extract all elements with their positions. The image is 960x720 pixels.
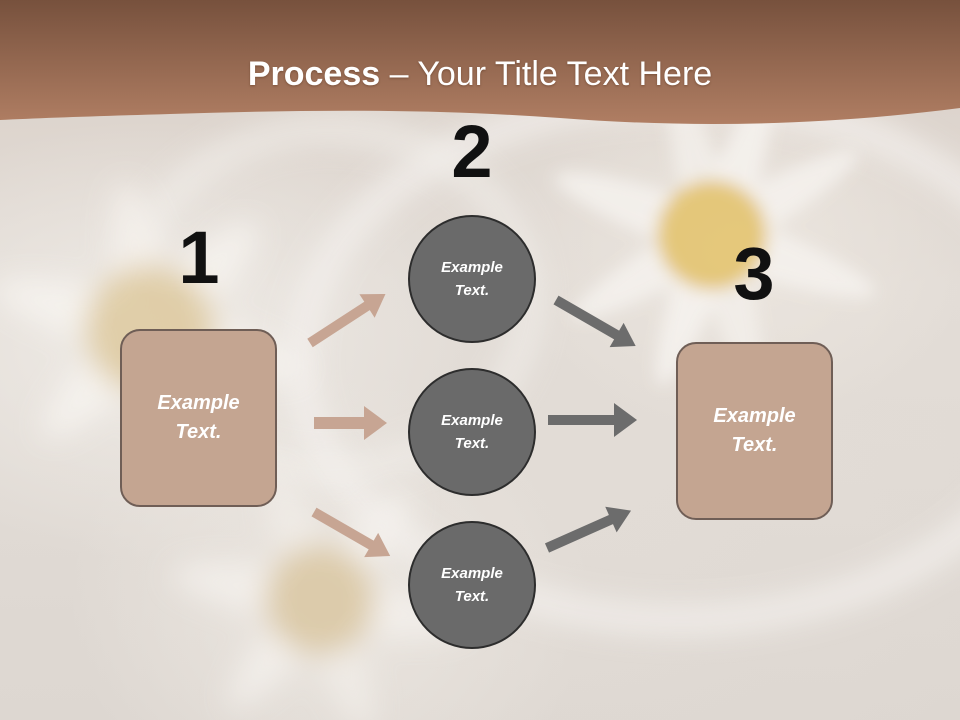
arrow-box1-to-circle1 <box>307 293 386 348</box>
title-bold: Process <box>247 55 381 93</box>
process-circle-3-label: Example Text. <box>441 565 503 605</box>
arrow-circle2-to-box3 <box>548 403 637 437</box>
process-circle-3: Example Text. <box>408 521 536 649</box>
arrow-box1-to-circle3 <box>311 507 391 558</box>
slide-title: Process – Your Title Text Here <box>0 52 960 96</box>
daisy-bottom <box>172 468 468 720</box>
daisy-right <box>555 80 875 390</box>
step-box-1: Example Text. <box>120 329 277 507</box>
process-circle-2-label: Example Text. <box>441 412 503 452</box>
step-box-3: Example Text. <box>676 342 833 520</box>
process-circle-1-label: Example Text. <box>441 259 503 299</box>
step-number-1: 1 <box>178 216 220 299</box>
arrow-box1-to-circle2 <box>314 406 387 440</box>
arrow-circle1-to-box3 <box>553 295 636 348</box>
process-circle-1: Example Text. <box>408 215 536 343</box>
title-banner <box>0 0 960 124</box>
title-rest: – Your Title Text Here <box>380 55 713 93</box>
step-box-3-label: Example Text. <box>713 405 796 456</box>
step-number-3: 3 <box>733 232 775 315</box>
step-box-1-label: Example Text. <box>157 392 240 443</box>
step-number-2: 2 <box>451 110 493 193</box>
arrow-circle3-to-box3 <box>544 506 632 553</box>
process-circle-2: Example Text. <box>408 368 536 496</box>
